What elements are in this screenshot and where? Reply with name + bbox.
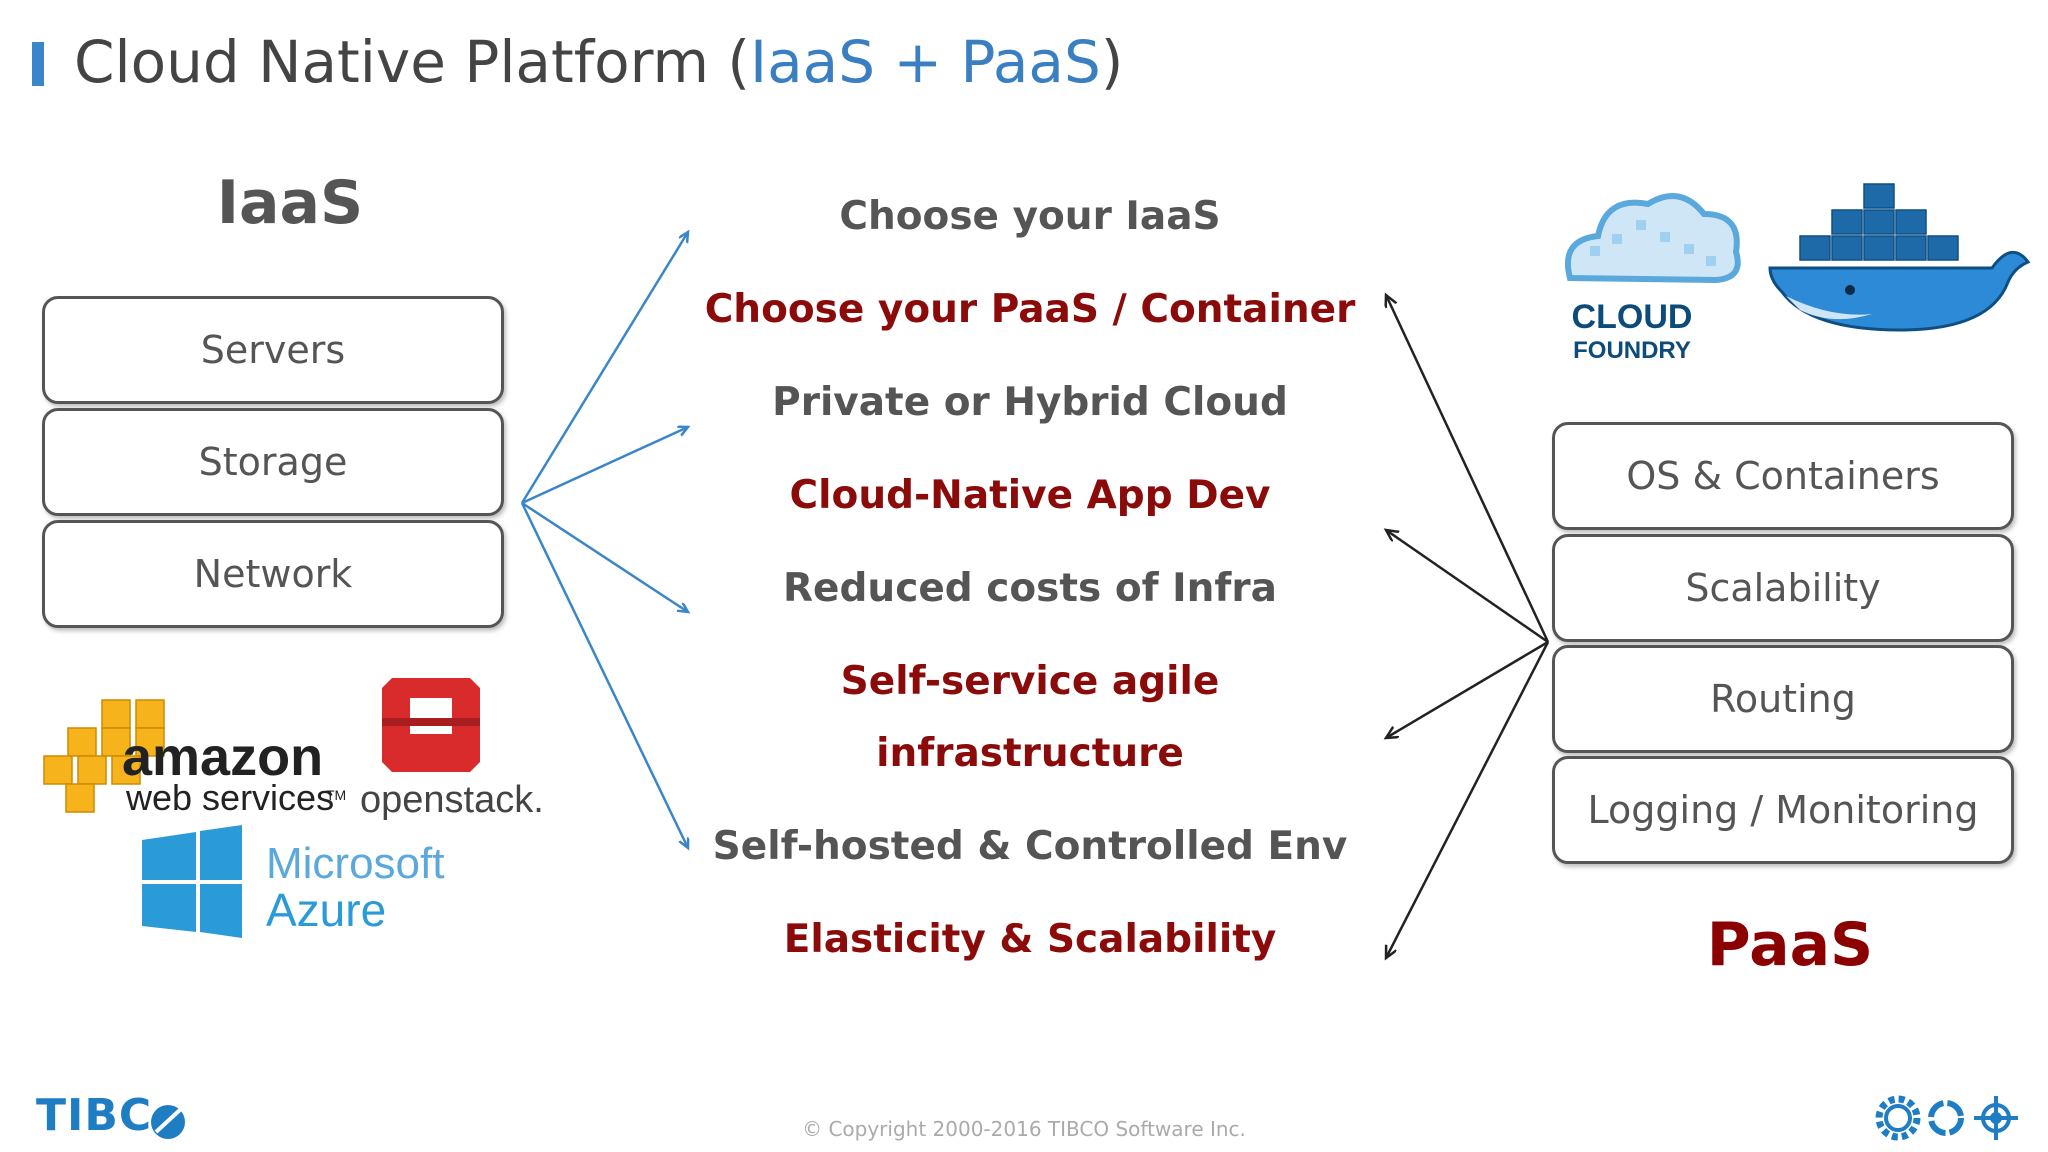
azure-logo: Microsoft Azure <box>142 825 444 938</box>
cloud-foundry-text-1: CLOUD <box>1572 298 1693 336</box>
iaas-heading: IaaS <box>216 168 364 238</box>
arrow-iaas-4 <box>520 502 688 848</box>
aws-text-tm: TM <box>326 787 346 803</box>
azure-text-azure: Azure <box>266 884 386 936</box>
iaas-box-servers: Servers <box>42 296 504 404</box>
target-icon <box>1974 1096 2018 1140</box>
arrow-paas-2 <box>1386 530 1549 644</box>
iaas-box-storage: Storage <box>42 408 504 516</box>
center-item-self-service-1: Self-service agile <box>840 659 1220 704</box>
aws-text-amazon: amazon <box>122 727 323 787</box>
gear-icon <box>1875 1095 1921 1141</box>
title-accent-bar <box>32 42 44 86</box>
paas-heading: PaaS <box>1706 910 1874 980</box>
cloud-foundry-logo: CLOUD FOUNDRY <box>1564 193 1741 364</box>
tibco-logo: TIBC <box>36 1090 153 1141</box>
center-item-elasticity: Elasticity & Scalability <box>783 917 1277 962</box>
center-item-self-hosted: Self-hosted & Controlled Env <box>712 824 1348 869</box>
aws-text-webservices: web services <box>125 777 334 818</box>
docker-whale-icon <box>1768 183 2031 332</box>
azure-text-microsoft: Microsoft <box>266 839 444 888</box>
page-title: Cloud Native Platform (IaaS + PaaS) <box>74 28 1124 96</box>
paas-box-scalability: Scalability <box>1552 534 2014 642</box>
center-item-self-service-2: infrastructure <box>876 731 1184 776</box>
title-accent: IaaS + PaaS <box>750 28 1101 96</box>
arrow-paas-1 <box>1386 295 1550 643</box>
aws-logo: amazon web services TM <box>43 699 346 818</box>
center-item-cloud-native-dev: Cloud-Native App Dev <box>789 473 1271 518</box>
circle-icon <box>1928 1100 1964 1136</box>
openstack-text: openstack. <box>360 779 544 821</box>
center-item-reduced-costs: Reduced costs of Infra <box>783 566 1277 611</box>
cloud-foundry-text-2: FOUNDRY <box>1573 337 1691 364</box>
copyright: © Copyright 2000-2016 TIBCO Software Inc… <box>802 1117 1246 1141</box>
arrow-iaas-3 <box>521 501 688 612</box>
paas-box-os-containers: OS & Containers <box>1552 422 2014 530</box>
paas-box-logging: Logging / Monitoring <box>1552 756 2014 864</box>
tibco-o-mark <box>151 1105 185 1139</box>
arrow-iaas-2 <box>521 427 688 505</box>
iaas-box-network: Network <box>42 520 504 628</box>
center-item-choose-iaas: Choose your IaaS <box>839 194 1221 239</box>
openstack-logo: openstack. <box>360 678 544 821</box>
arrow-paas-3 <box>1386 640 1549 738</box>
arrow-iaas-1 <box>520 232 688 504</box>
paas-box-routing: Routing <box>1552 645 2014 753</box>
arrow-paas-4 <box>1386 641 1550 958</box>
center-item-choose-paas: Choose your PaaS / Container <box>704 287 1356 332</box>
center-item-private-hybrid: Private or Hybrid Cloud <box>772 380 1288 425</box>
